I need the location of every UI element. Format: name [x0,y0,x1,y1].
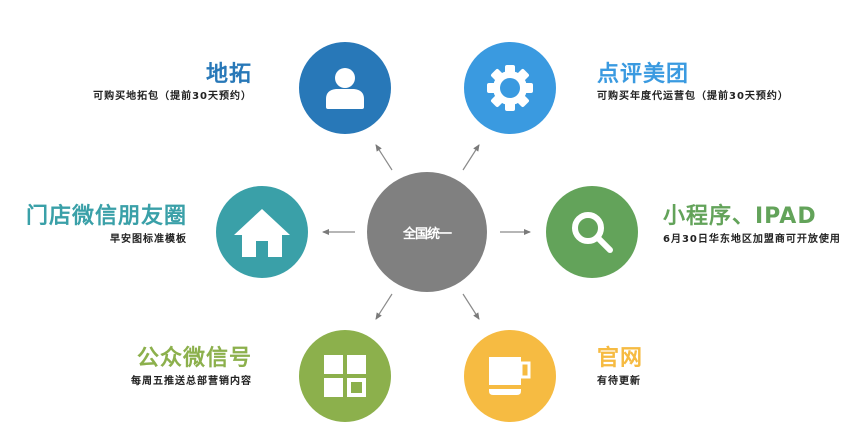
node-guanwang [464,330,556,422]
node-xiaochengxu [546,186,638,278]
title-gongzhonghao: 公众微信号 [136,346,252,371]
user-icon [326,68,364,109]
node-ditu [299,42,391,134]
arrow-to-ditu [375,144,393,171]
cup-icon [489,357,531,395]
node-mendian [216,186,308,278]
title-dianping: 点评美团 [597,62,690,87]
subtitle-xiaochengxu: 6月30日华东地区加盟商可开放使用 [663,234,841,245]
search-icon [572,212,613,253]
subtitle-mendian: 早安图标准模板 [110,234,187,245]
subtitle-ditu: 可购买地拓包（提前30天预约） [93,91,252,102]
node-gongzhonghao [299,330,391,422]
grid-icon [324,355,366,397]
gear-icon [487,65,533,111]
node-dianping [464,42,556,134]
title-xiaochengxu: 小程序、IPAD [663,204,817,229]
arrow-to-guanwang [462,293,480,320]
subtitle-guanwang: 有待更新 [597,376,641,387]
title-mendian: 门店微信朋友圈 [25,204,187,229]
center-hub: 全国统一 [367,172,487,292]
title-guanwang: 官网 [597,346,644,371]
arrow-to-dianping [462,144,480,171]
arrow-to-gongzhonghao [375,293,393,320]
subtitle-dianping: 可购买年度代运营包（提前30天预约） [597,91,789,102]
title-ditu: 地拓 [205,62,252,87]
center-label: 全国统一 [402,226,452,242]
home-icon [234,209,290,257]
subtitle-gongzhonghao: 每周五推送总部营销内容 [131,376,252,387]
